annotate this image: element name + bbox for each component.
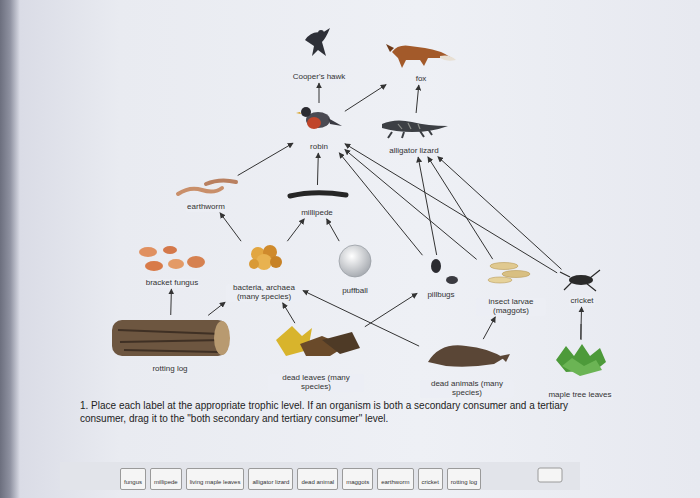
food-arrow: [283, 303, 295, 323]
answer-tile: alligator lizard: [248, 468, 293, 490]
food-arrow: [345, 85, 386, 112]
larvae-picture: [488, 263, 530, 284]
food-arrow: [345, 144, 557, 273]
food-arrow: [428, 157, 493, 259]
organism-node: rotting log: [108, 316, 232, 374]
organism-node: cricket: [558, 270, 606, 306]
dead-leaves-picture: [276, 326, 360, 356]
food-arrow: [303, 291, 419, 347]
organism-node: millipede: [284, 186, 350, 218]
organism-label: dead leaves (many species): [268, 374, 364, 392]
organism-node: puffball: [332, 242, 378, 296]
tile-label: earthworm: [381, 479, 409, 485]
food-arrow: [208, 302, 225, 315]
puffball-picture: [339, 245, 371, 277]
organism-label: bracket fungus: [145, 279, 199, 288]
answer-tile: rotting log: [447, 468, 481, 490]
food-arrow: [416, 85, 419, 113]
earthworm-picture: [178, 180, 236, 194]
food-arrow: [317, 153, 319, 185]
bacteria-picture: [249, 245, 282, 270]
organism-node: maple tree leaves: [542, 340, 618, 400]
lizard-picture: [382, 120, 448, 138]
food-arrow: [365, 293, 417, 326]
bracket-fungus-picture: [139, 246, 205, 271]
organism-node: insect larvae (maggots): [476, 260, 546, 316]
tile-label: alligator lizard: [252, 479, 289, 485]
organism-label: pillbugs: [426, 291, 455, 300]
answer-tile: millipede: [150, 468, 182, 490]
answer-tile: earthworm: [377, 468, 413, 490]
food-arrow: [418, 157, 437, 255]
organism-label: insect larvae (maggots): [476, 298, 546, 316]
millipede-picture: [290, 193, 346, 196]
tile-label: fungus: [124, 479, 142, 485]
tile-label: dead animal: [301, 479, 334, 485]
tile-tray: [60, 462, 580, 490]
food-arrow: [238, 143, 293, 175]
organism-label: Cooper's hawk: [292, 73, 347, 82]
organism-node: dead animals (many species): [420, 340, 514, 398]
organism-label: millipede: [300, 209, 334, 218]
answer-tile: fungus: [120, 468, 146, 490]
rotting-log-picture: [112, 320, 230, 356]
organism-label: robin: [309, 143, 329, 152]
tile-label: millipede: [154, 479, 178, 485]
fox-picture: [386, 44, 456, 68]
answer-tile: dead animal: [297, 468, 338, 490]
tile-label: living maple leaves: [190, 479, 241, 485]
food-arrow: [327, 219, 340, 241]
food-arrow: [170, 289, 172, 315]
food-arrow: [220, 213, 241, 241]
food-arrow: [483, 317, 495, 339]
organism-label: dead animals (many species): [420, 380, 514, 398]
cricket-picture: [560, 270, 600, 291]
organism-label: cricket: [569, 297, 594, 306]
cut-off-tile: [538, 468, 562, 482]
organism-node: pillbugs: [418, 256, 464, 300]
food-arrow: [438, 157, 562, 270]
organism-label: fox: [415, 75, 428, 84]
organism-node: alligator lizard: [376, 114, 452, 156]
answer-tile: maggots: [342, 468, 373, 490]
organism-node: robin: [294, 104, 344, 152]
tile-label: rotting log: [451, 479, 477, 485]
organism-node: bacteria, archaea (many species): [226, 242, 302, 302]
organism-label: maple tree leaves: [547, 391, 612, 400]
organism-label: puffball: [341, 287, 369, 296]
organism-node: Cooper's hawk: [288, 26, 350, 82]
robin-picture: [296, 107, 342, 129]
organism-label: alligator lizard: [388, 147, 439, 156]
food-arrow: [319, 83, 320, 103]
organism-node: earthworm: [172, 176, 240, 212]
question-text: 1. Place each label at the appropriate t…: [80, 400, 600, 425]
tile-label: cricket: [422, 479, 439, 485]
tile-label: maggots: [346, 479, 369, 485]
organism-node: bracket fungus: [134, 242, 210, 288]
hawk-picture: [305, 28, 330, 56]
organism-node: dead leaves (many species): [268, 324, 364, 392]
dead-animal-picture: [428, 345, 510, 366]
food-arrow: [287, 219, 304, 241]
food-arrow: [580, 307, 582, 339]
organism-label: earthworm: [186, 203, 226, 212]
answer-tile: cricket: [418, 468, 443, 490]
pillbugs-picture: [431, 259, 458, 284]
organism-label: rotting log: [151, 365, 188, 374]
organism-node: fox: [384, 40, 458, 84]
answer-tile: living maple leaves: [186, 468, 245, 490]
organism-label: bacteria, archaea (many species): [226, 284, 302, 302]
food-arrow: [345, 149, 477, 259]
